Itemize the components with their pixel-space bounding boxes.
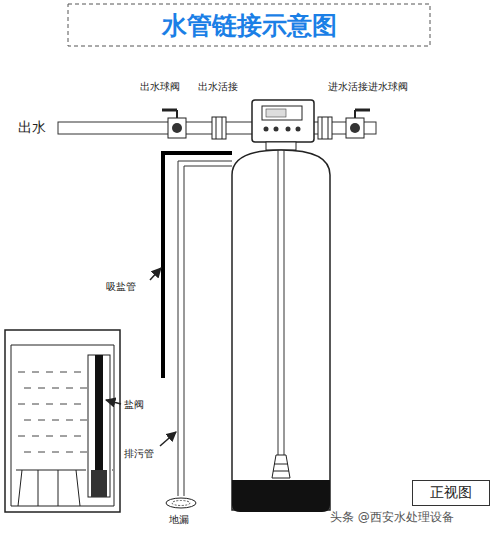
diagram-title: 水管链接示意图 — [162, 9, 337, 42]
valve-label: 出水球阀 — [140, 80, 180, 94]
valve-label: 进水活接 — [328, 80, 368, 94]
pipe-label: 排污管 — [124, 447, 154, 461]
valve-label: 盐阀 — [124, 398, 144, 412]
watermark: 头条 @西安水处理设备 — [330, 509, 454, 526]
valve-label: 进水球阀 — [368, 80, 408, 94]
view-box: 正视图 — [412, 480, 490, 506]
pipe-label: 吸盐管 — [106, 280, 136, 294]
outlet-label: 出水 — [18, 119, 46, 137]
drain-label: 地漏 — [169, 513, 189, 527]
valve-label: 出水活接 — [198, 80, 238, 94]
view-label: 正视图 — [413, 484, 489, 502]
